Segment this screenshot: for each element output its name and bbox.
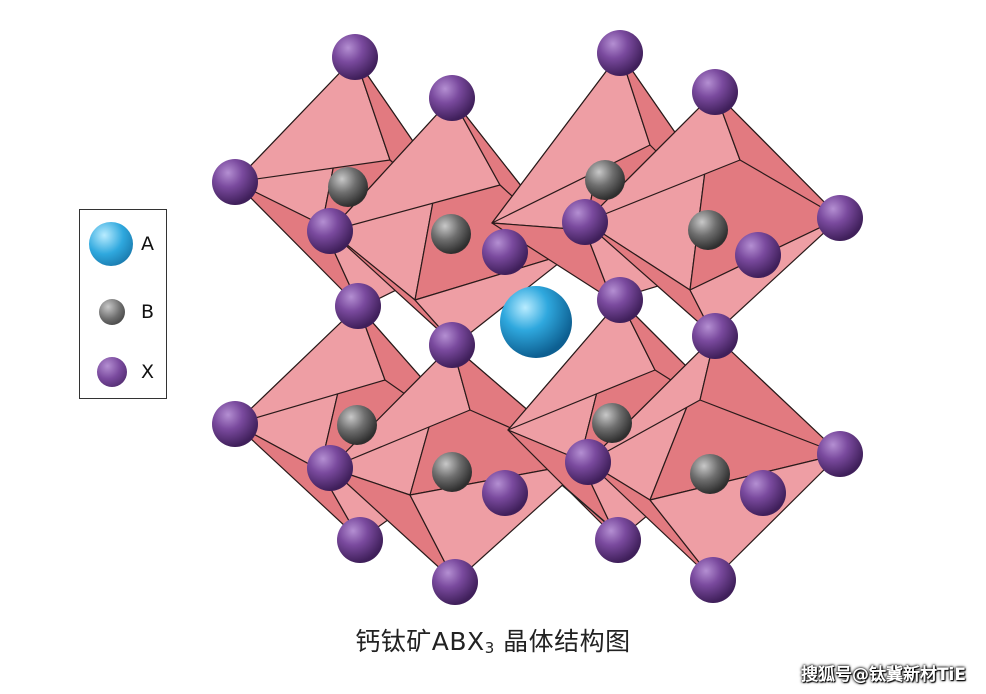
legend-label-b: B — [141, 301, 155, 323]
atom-b — [432, 452, 472, 492]
legend-label-a: A — [141, 233, 154, 255]
atom-x — [562, 199, 608, 245]
atom-x — [740, 470, 786, 516]
atom-x — [212, 159, 258, 205]
caption-subscript: 3 — [484, 639, 495, 657]
octahedron-face — [649, 453, 841, 581]
atom-x — [429, 322, 475, 368]
octahedron — [584, 91, 841, 336]
atom-a-icon — [89, 222, 133, 266]
atom-x — [692, 69, 738, 115]
atom-b — [431, 214, 471, 254]
atom-x — [597, 277, 643, 323]
atom-x — [212, 401, 258, 447]
atom-x — [690, 557, 736, 603]
atom-b — [328, 167, 368, 207]
atom-b-icon — [99, 299, 125, 325]
legend-item-x: X — [80, 347, 166, 397]
atom-x — [337, 517, 383, 563]
atom-x — [817, 431, 863, 477]
atom-x — [482, 229, 528, 275]
legend-label-x: X — [141, 361, 155, 383]
atom-x — [817, 195, 863, 241]
atom-x — [429, 75, 475, 121]
atom-x — [332, 34, 378, 80]
atom-b — [585, 160, 625, 200]
legend-item-a: A — [80, 219, 166, 269]
caption-suffix: 晶体结构图 — [494, 627, 631, 656]
atom-x — [597, 30, 643, 76]
atom-x — [565, 439, 611, 485]
atom-b — [688, 210, 728, 250]
octahedron-face — [699, 335, 841, 455]
atom-a — [500, 286, 572, 358]
watermark: 搜狐号@钛冀新材TiE — [800, 665, 966, 685]
atom-x — [335, 283, 381, 329]
atom-b — [690, 454, 730, 494]
atom-b — [592, 403, 632, 443]
bond-line — [561, 484, 606, 523]
atom-x — [692, 313, 738, 359]
atom-x — [307, 208, 353, 254]
atom-x — [735, 232, 781, 278]
legend-item-b: B — [80, 287, 166, 337]
figure-caption: 钙钛矿ABX3 晶体结构图 — [0, 622, 986, 658]
atom-x — [482, 470, 528, 516]
atoms-layer — [212, 30, 863, 605]
atom-x — [432, 559, 478, 605]
atom-b — [337, 405, 377, 445]
atom-x — [307, 445, 353, 491]
legend: A B X — [79, 209, 167, 399]
atom-x — [595, 517, 641, 563]
octahedron-face — [714, 91, 841, 219]
atom-x-icon — [97, 357, 127, 387]
caption-main: 钙钛矿ABX — [355, 627, 485, 656]
